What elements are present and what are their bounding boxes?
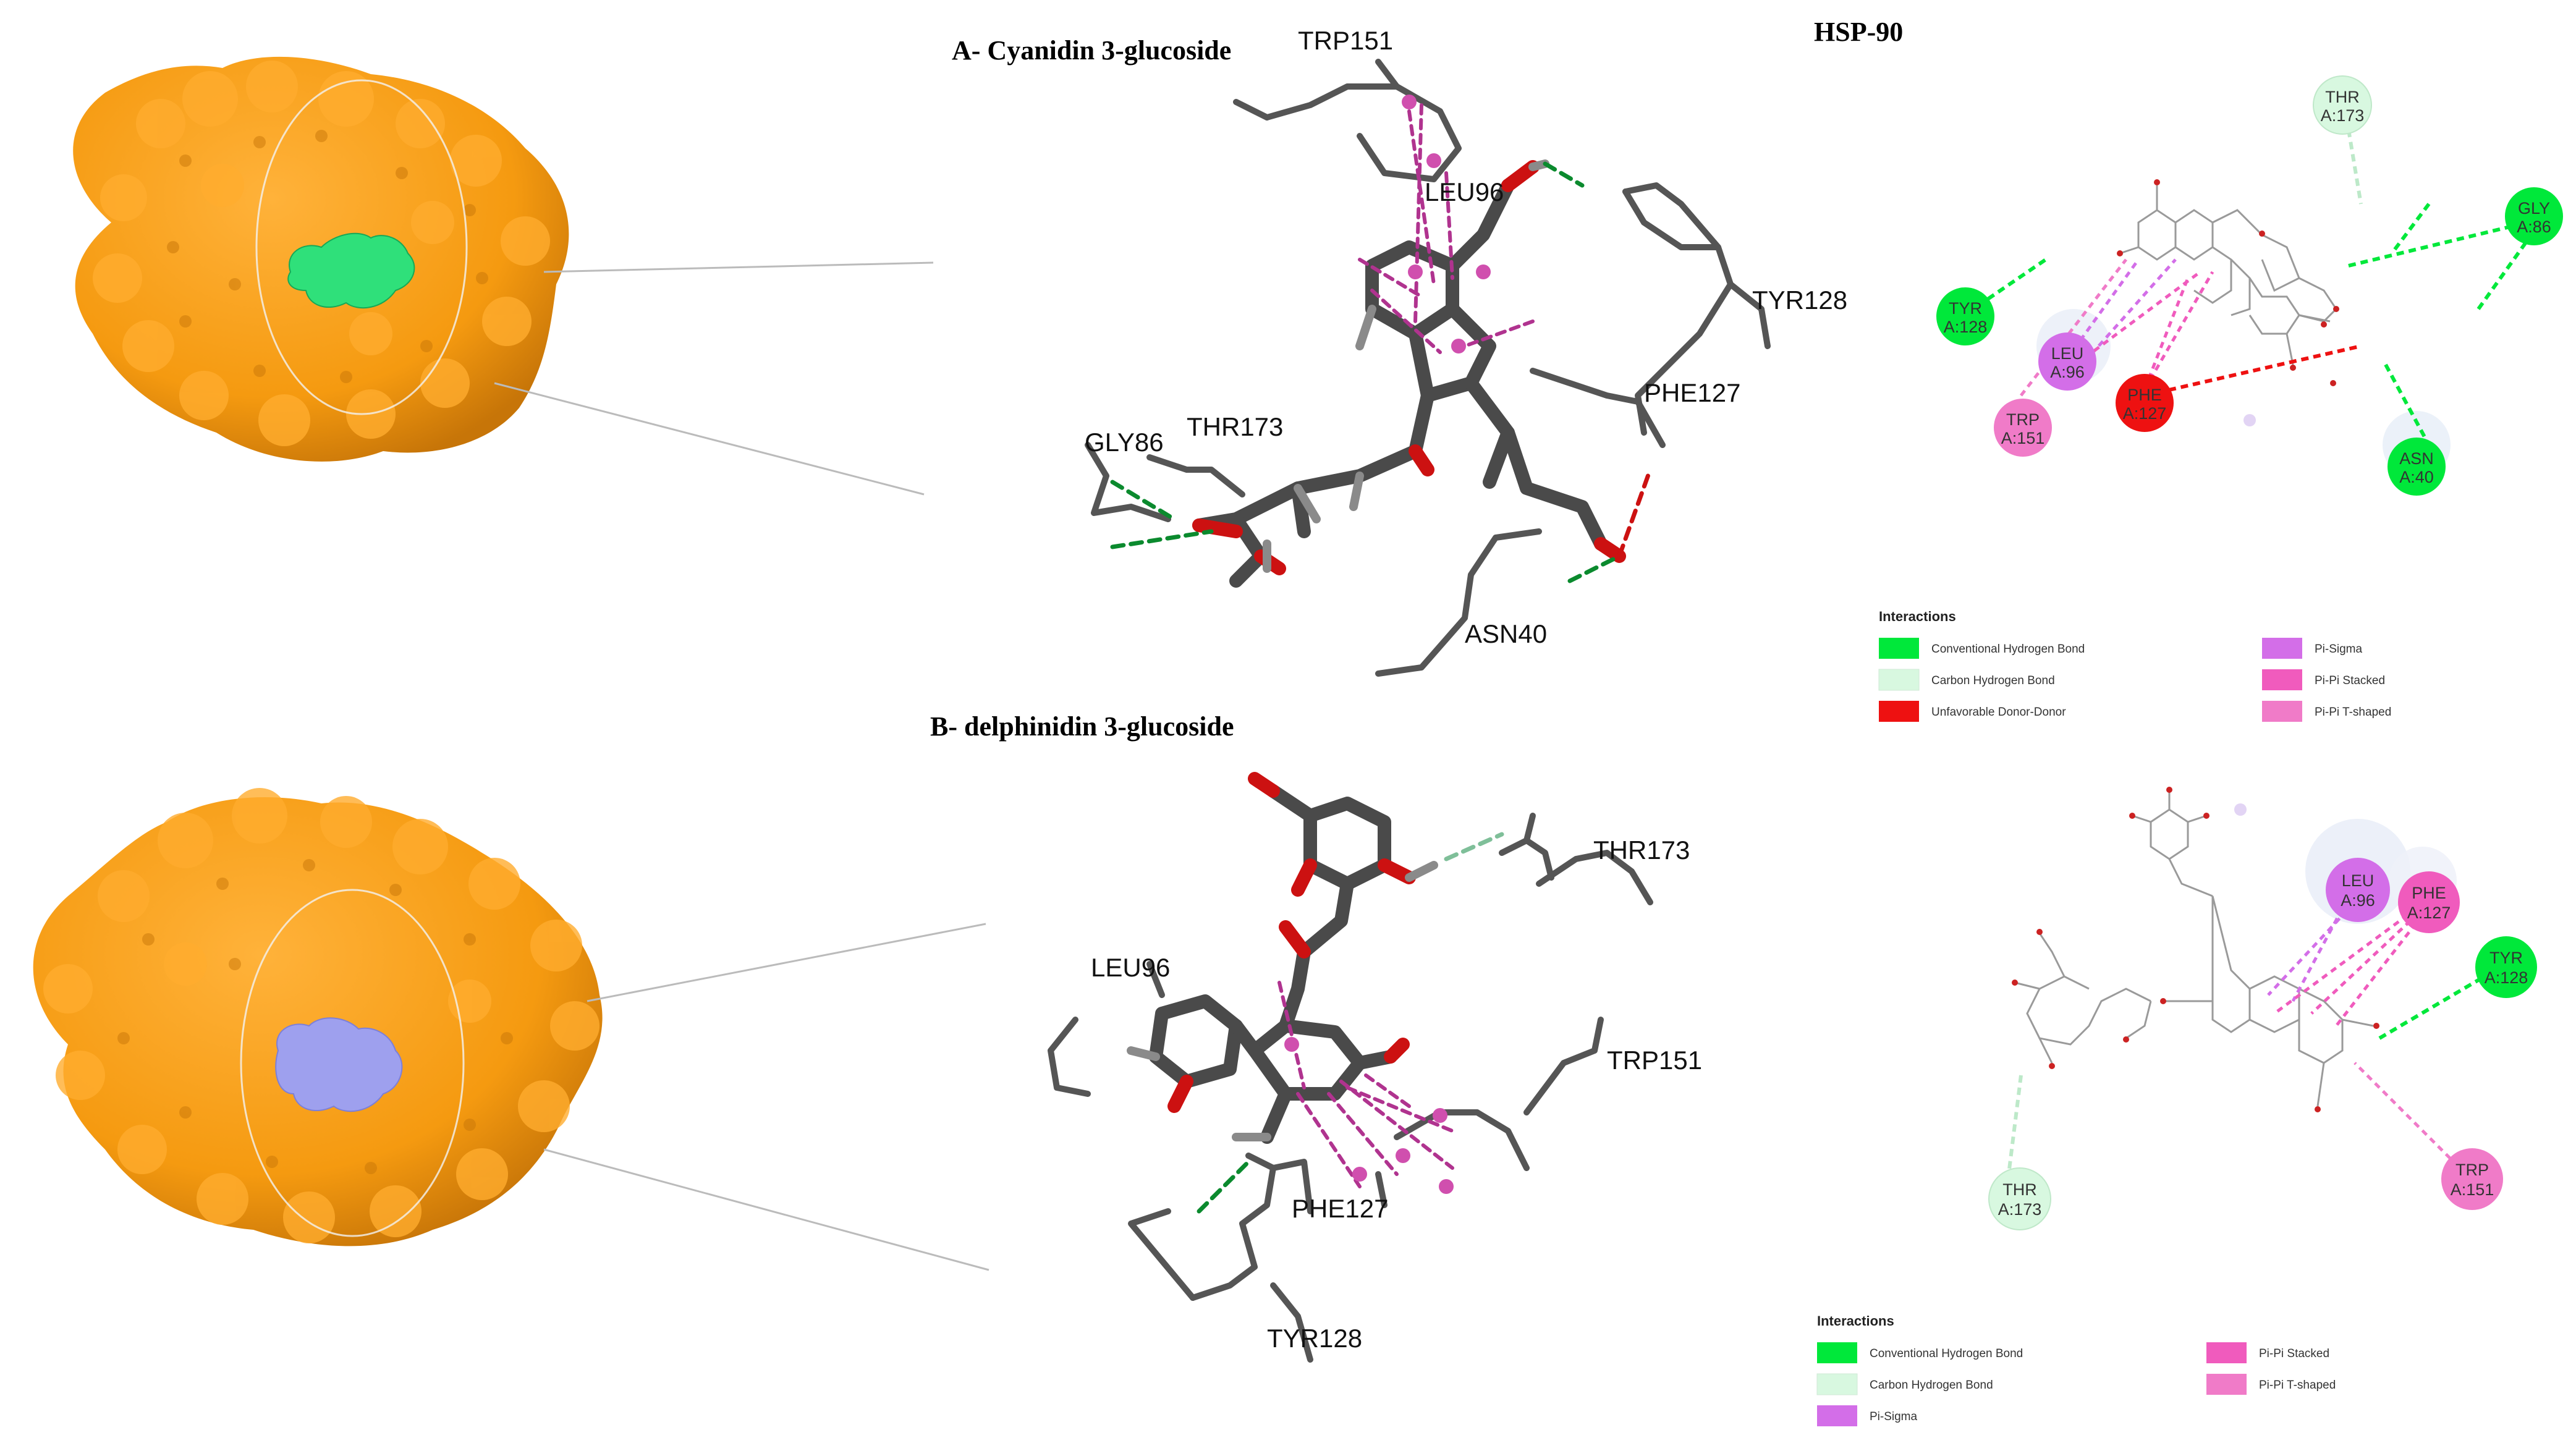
svg-text:A:86: A:86 <box>2517 218 2551 236</box>
legend-a-item-2: Carbon Hydrogen Bond <box>1878 669 2055 691</box>
ligand-3d-view-b: THR173 LEU96 TRP151 PHE127 TYR128 <box>1048 772 1702 1363</box>
legend-a: Interactions Conventional Hydrogen Bond … <box>1878 609 2391 722</box>
svg-text:A:127: A:127 <box>2407 903 2451 922</box>
svg-text:A:173: A:173 <box>1998 1200 2042 1219</box>
svg-text:TYR: TYR <box>2489 949 2523 967</box>
panel-b: B- delphinidin 3-glucoside <box>33 711 2537 1426</box>
panel-a: A- Cyanidin 3-glucoside <box>73 17 2563 722</box>
svg-text:TRP: TRP <box>2455 1161 2489 1179</box>
svg-text:PHE: PHE <box>2412 884 2446 902</box>
svg-text:Carbon Hydrogen Bond: Carbon Hydrogen Bond <box>1870 1379 1993 1392</box>
legend-a-item-1: Pi-Sigma <box>2262 638 2363 659</box>
res-3d-b-phe127: PHE127 <box>1292 1194 1388 1223</box>
svg-text:Carbon Hydrogen Bond: Carbon Hydrogen Bond <box>1931 674 2055 687</box>
res-2d-a-phe127: PHE A:127 <box>2116 374 2174 432</box>
res-3d-a-phe127: PHE127 <box>1644 378 1740 407</box>
res-3d-a-tyr128: TYR128 <box>1752 286 1847 315</box>
svg-text:Conventional Hydrogen Bond: Conventional Hydrogen Bond <box>1870 1347 2023 1360</box>
svg-text:Pi-Sigma: Pi-Sigma <box>1870 1410 1918 1423</box>
svg-text:Unfavorable Donor-Donor: Unfavorable Donor-Donor <box>1931 706 2066 719</box>
legend-b-item-2: Carbon Hydrogen Bond <box>1816 1373 1993 1395</box>
res-3d-b-thr173: THR173 <box>1593 836 1690 865</box>
svg-text:LEU: LEU <box>2051 344 2084 363</box>
legend-a-item-4: Unfavorable Donor-Donor <box>1879 701 2066 722</box>
svg-text:ASN: ASN <box>2399 449 2434 468</box>
svg-text:A:96: A:96 <box>2050 363 2085 381</box>
svg-text:THR: THR <box>2002 1180 2037 1199</box>
zoom-line-b-bottom <box>543 1148 989 1271</box>
res-2d-a-thr173: THR A:173 <box>2313 75 2372 135</box>
svg-text:A:128: A:128 <box>2485 968 2528 987</box>
res-2d-b-trp151: TRP A:151 <box>2441 1148 2503 1210</box>
protein-surface-b <box>33 788 603 1246</box>
zoom-line-a-top <box>543 261 934 273</box>
ligand-surface-b <box>275 1017 403 1112</box>
legend-a-item-5: Pi-Pi T-shaped <box>2262 701 2391 722</box>
protein-label: HSP-90 <box>1814 17 1903 47</box>
res-2d-a-trp151: TRP A:151 <box>1994 399 2052 457</box>
svg-text:TYR: TYR <box>1949 299 1982 318</box>
svg-text:A:128: A:128 <box>1944 318 1988 336</box>
svg-text:A:151: A:151 <box>2001 429 2045 447</box>
svg-text:A:173: A:173 <box>2321 106 2365 125</box>
zoom-line-b-top <box>587 923 986 1002</box>
ligand-surface-a <box>287 232 415 309</box>
res-3d-a-gly86: GLY86 <box>1085 428 1164 457</box>
res-2d-a-asn40: ASN A:40 <box>2387 438 2446 496</box>
res-3d-a-thr173: THR173 <box>1187 412 1283 441</box>
svg-text:Pi-Pi Stacked: Pi-Pi Stacked <box>2259 1347 2329 1360</box>
res-2d-b-phe127: PHE A:127 <box>2398 871 2460 933</box>
svg-text:LEU: LEU <box>2342 871 2375 890</box>
interaction-2d-map-a: THR A:173 GLY A:86 TYR A:128 LEU A:96 TR… <box>1936 75 2563 496</box>
svg-text:TRP: TRP <box>2006 410 2040 429</box>
svg-text:A:40: A:40 <box>2399 468 2434 486</box>
res-2d-a-tyr128: TYR A:128 <box>1936 287 1994 345</box>
res-3d-a-asn40: ASN40 <box>1465 619 1547 648</box>
res-2d-a-gly86: GLY A:86 <box>2505 187 2563 245</box>
res-2d-b-leu96: LEU A:96 <box>2326 858 2390 922</box>
res-3d-b-trp151: TRP151 <box>1607 1046 1702 1075</box>
legend-a-item-3: Pi-Pi Stacked <box>2262 669 2385 690</box>
svg-text:GLY: GLY <box>2518 199 2550 218</box>
res-2d-b-thr173: THR A:173 <box>1988 1167 2051 1230</box>
res-2d-b-tyr128: TYR A:128 <box>2475 936 2537 998</box>
binding-site-ellipse-a <box>255 79 468 415</box>
res-3d-b-tyr128: TYR128 <box>1267 1324 1362 1353</box>
svg-text:A:127: A:127 <box>2123 404 2167 423</box>
binding-site-ellipse-b <box>240 889 465 1237</box>
legend-b-item-1: Pi-Pi Stacked <box>2206 1342 2329 1363</box>
svg-text:Pi-Pi Stacked: Pi-Pi Stacked <box>2315 674 2385 687</box>
svg-text:A:151: A:151 <box>2451 1180 2494 1199</box>
svg-text:Pi-Pi T-shaped: Pi-Pi T-shaped <box>2315 706 2391 719</box>
svg-text:THR: THR <box>2325 88 2360 106</box>
res-3d-b-leu96: LEU96 <box>1091 953 1170 982</box>
protein-surface-a <box>73 56 569 462</box>
res-3d-a-trp151: TRP151 <box>1298 26 1393 55</box>
legend-b: Interactions Conventional Hydrogen Bond … <box>1816 1313 2336 1426</box>
interaction-2d-map-b: LEU A:96 PHE A:127 TYR A:128 THR A:173 T… <box>1988 787 2537 1230</box>
svg-text:Conventional Hydrogen Bond: Conventional Hydrogen Bond <box>1931 643 2085 656</box>
zoom-line-a-bottom <box>494 382 925 496</box>
svg-text:PHE: PHE <box>2127 386 2162 404</box>
panel-a-title: A- Cyanidin 3-glucoside <box>952 35 1231 66</box>
svg-text:Pi-Pi T-shaped: Pi-Pi T-shaped <box>2259 1379 2336 1392</box>
ligand-3d-view-a: TRP151 LEU96 TYR128 PHE127 GLY86 THR173 … <box>1085 26 1847 677</box>
legend-a-item-0: Conventional Hydrogen Bond <box>1879 638 2085 659</box>
res-2d-a-leu96: LEU A:96 <box>2038 332 2096 391</box>
legend-b-item-4: Pi-Sigma <box>1817 1405 1918 1426</box>
svg-text:Interactions: Interactions <box>1879 609 1956 624</box>
legend-b-item-3: Pi-Pi T-shaped <box>2206 1374 2336 1395</box>
legend-b-item-0: Conventional Hydrogen Bond <box>1817 1342 2023 1363</box>
res-3d-a-leu96: LEU96 <box>1425 177 1504 206</box>
svg-text:A:96: A:96 <box>2341 891 2375 910</box>
panel-b-title: B- delphinidin 3-glucoside <box>930 711 1234 742</box>
svg-text:Pi-Sigma: Pi-Sigma <box>2315 643 2363 656</box>
svg-text:Interactions: Interactions <box>1817 1313 1894 1329</box>
